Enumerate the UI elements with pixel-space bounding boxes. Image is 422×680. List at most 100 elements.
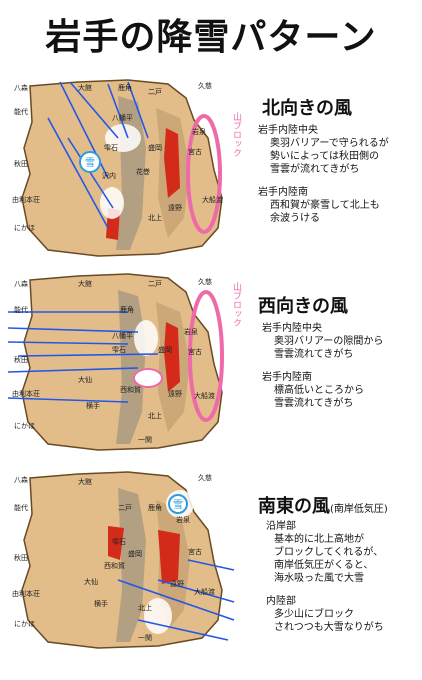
place-label: 横手 xyxy=(86,401,100,410)
place-label: 二戸 xyxy=(148,88,162,96)
place-label: 遠野 xyxy=(170,579,184,588)
section-head: 内陸部 xyxy=(266,596,296,607)
section-line: 奥羽バリアーの隙間から xyxy=(274,336,384,347)
section-line: 海水吸った風で大雪 xyxy=(274,573,364,584)
section-head: 岩手内陸中央 xyxy=(258,125,318,136)
snow-red-zone-2 xyxy=(158,530,180,584)
place-label: にかほ xyxy=(14,422,35,430)
place-label: 大船渡 xyxy=(194,391,215,400)
place-label: 八森 xyxy=(14,279,28,288)
page-title: 岩手の降雪パターン xyxy=(45,17,377,58)
place-label: 能代 xyxy=(14,503,28,512)
place-label: にかほ xyxy=(14,620,35,628)
wind-title-1: 北向きの風 xyxy=(262,98,352,119)
section-head: 岩手内陸南 xyxy=(258,187,308,198)
place-label: 大館 xyxy=(78,83,92,92)
section-line: 多少山にブロック xyxy=(274,609,354,620)
place-label: 八森 xyxy=(14,475,28,484)
map-west-svg: 八森大館二戸久慈能代鹿角八幡平岩泉秋田雫石盛岡宮古大仙由利本荘横手西和賀遠野北上… xyxy=(8,273,224,451)
place-label: 八森 xyxy=(14,83,28,92)
place-label: 雫石 xyxy=(112,346,126,354)
wind-title-text: 南東の風 xyxy=(258,496,330,517)
place-label: 二戸 xyxy=(118,504,132,512)
section-line: 標高低いところから xyxy=(274,385,364,396)
mountain-block-outline xyxy=(186,114,222,234)
snow-cloud-area-2 xyxy=(133,368,163,388)
place-label: 遠野 xyxy=(168,203,182,212)
wind-title-2: 西向きの風 xyxy=(258,296,348,317)
place-label: 大仙 xyxy=(84,577,98,586)
section-line: 基本的に北上高地が xyxy=(274,534,364,545)
place-label: 盛岡 xyxy=(128,549,142,558)
snow-badge-circle xyxy=(79,151,101,173)
map-labels: 八森大館二戸久慈能代鹿角八幡平岩泉秋田雫石盛岡宮古大仙由利本荘横手西和賀遠野北上… xyxy=(12,277,215,444)
snow-cloud-area-2 xyxy=(144,598,172,634)
place-label: 八幡平 xyxy=(112,331,133,340)
map-labels: 八森大館久慈能代鹿角二戸岩泉秋田雫石盛岡宮古大仙西和賀遠野由利本荘横手北上大船渡… xyxy=(12,473,215,642)
block-label-1: 山ブロック xyxy=(231,112,241,157)
snow-badge: 雪 xyxy=(85,157,95,169)
place-label: 秋田 xyxy=(14,553,28,562)
place-label: 鹿角 xyxy=(148,503,162,512)
place-label: 秋田 xyxy=(14,159,28,168)
map-north-svg: 雪 八森大館鹿角二戸久慈能代八幡平岩泉秋田宮古雫石盛岡由利本荘沢内花巻大船渡北上… xyxy=(12,79,223,257)
place-label: 久慈 xyxy=(198,81,212,90)
wind-arrows xyxy=(8,311,159,403)
place-label: 大船渡 xyxy=(202,195,223,204)
place-label: 雫石 xyxy=(104,144,118,152)
notes-1: 岩手内陸中央 奥羽バリアーで守られるが 勢いによっては秋田側の 雪雲が流れてきが… xyxy=(258,124,389,225)
place-label: 鹿角 xyxy=(118,83,132,92)
place-label: 雫石 xyxy=(112,538,126,546)
place-label: 大館 xyxy=(78,279,92,288)
place-label: 西和賀 xyxy=(120,385,141,394)
place-label: 宮古 xyxy=(188,347,202,356)
place-label: 大館 xyxy=(78,477,92,486)
wind-arrows xyxy=(117,559,235,641)
place-label: 由利本荘 xyxy=(12,195,40,204)
place-label: 盛岡 xyxy=(148,143,162,152)
place-label: 盛岡 xyxy=(158,345,172,354)
wind-title-3: 南東の風(南岸低気圧) xyxy=(258,492,388,518)
place-label: 能代 xyxy=(14,107,28,116)
section-line: 南岸低気圧がくると、 xyxy=(274,560,374,571)
place-label: 宮古 xyxy=(188,147,202,156)
snow-red-zone xyxy=(108,526,124,560)
snow-badge-circle xyxy=(168,494,188,514)
place-label: 花巻 xyxy=(136,167,150,176)
place-label: 由利本荘 xyxy=(12,589,40,598)
mountain-block-outline xyxy=(188,290,224,422)
map-southeast-svg: 雪 八森大館久慈能代鹿角二戸岩泉秋田雫石盛岡宮古大仙西和賀遠野由利本荘横手北上大… xyxy=(12,471,235,649)
section-head: 沿岸部 xyxy=(266,521,296,532)
place-label: 秋田 xyxy=(14,355,28,364)
place-label: 八幡平 xyxy=(112,113,133,122)
place-label: 遠野 xyxy=(168,389,182,398)
section-line: 西和賀が豪雪して北上も xyxy=(270,200,380,211)
snow-cloud-area-2 xyxy=(100,187,124,219)
map-west-wind: 八森大館二戸久慈能代鹿角八幡平岩泉秋田雫石盛岡宮古大仙由利本荘横手西和賀遠野北上… xyxy=(8,272,236,452)
place-label: 横手 xyxy=(94,599,108,608)
place-label: 一関 xyxy=(138,436,152,444)
place-label: にかほ xyxy=(14,224,35,232)
section-line: 雪雲が流れてきがち xyxy=(270,164,360,175)
place-label: 大船渡 xyxy=(194,587,215,596)
notes-2: 岩手内陸中央 奥羽バリアーの隙間から 雪雲流れてきがち 岩手内陸南 標高低いとこ… xyxy=(262,322,383,410)
snow-cloud-area xyxy=(134,320,158,356)
place-label: 能代 xyxy=(14,305,28,314)
map-labels: 八森大館鹿角二戸久慈能代八幡平岩泉秋田宮古雫石盛岡由利本荘沢内花巻大船渡北上遠野… xyxy=(12,81,223,232)
place-label: 岩泉 xyxy=(176,515,190,524)
place-label: 鹿角 xyxy=(120,305,134,314)
place-label: 宮古 xyxy=(188,547,202,556)
place-label: 二戸 xyxy=(148,280,162,288)
place-label: 大仙 xyxy=(78,375,92,384)
place-label: 沢内 xyxy=(102,171,116,180)
section-line: されつつも大雪なりがち xyxy=(274,622,384,633)
section-line: 雪雲流れてきがち xyxy=(274,349,354,360)
snow-cloud-area xyxy=(105,124,141,152)
map-north-wind: 雪 八森大館鹿角二戸久慈能代八幡平岩泉秋田宮古雫石盛岡由利本荘沢内花巻大船渡北上… xyxy=(8,78,236,258)
map-southeast-wind: 雪 八森大館久慈能代鹿角二戸岩泉秋田雫石盛岡宮古大仙西和賀遠野由利本荘横手北上大… xyxy=(8,470,236,650)
snow-badge: 雪 xyxy=(173,499,183,511)
block-label-2: 山ブロック xyxy=(231,282,241,327)
snow-red-zone xyxy=(164,128,180,198)
section-line: 雪雲流れてきがち xyxy=(274,398,354,409)
place-label: 由利本荘 xyxy=(12,389,40,398)
